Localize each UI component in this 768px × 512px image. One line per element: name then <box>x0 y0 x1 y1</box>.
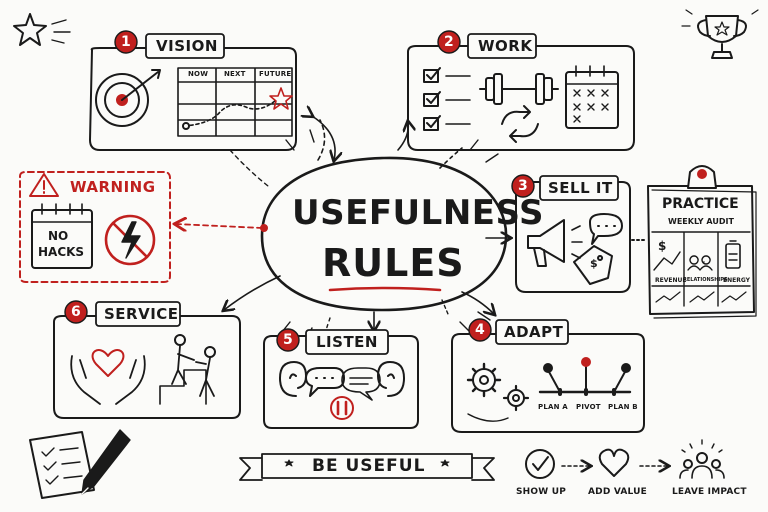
center-title-line2: RULES <box>322 241 465 285</box>
calendar-icon <box>565 65 619 129</box>
helping-hand-icon <box>159 334 216 405</box>
ear-icon-left <box>279 361 307 397</box>
flow-step-add-value: ADD VALUE <box>588 487 648 497</box>
badge-number-listen: 5 <box>283 332 293 348</box>
listen-label: LISTEN <box>316 333 378 351</box>
center-ellipse <box>260 156 508 312</box>
adapt-option-plan-a: PLAN A <box>538 403 568 411</box>
banner-ribbon <box>239 453 495 481</box>
warning-label: WARNING <box>70 178 156 196</box>
flow-step-leave-impact: LEAVE IMPACT <box>672 487 747 497</box>
badge-number-vision: 1 <box>121 34 131 50</box>
clipboard-pen-icon <box>29 429 131 499</box>
hands-heart-icon <box>70 349 146 405</box>
check-circle-icon <box>525 449 555 479</box>
chat-icon <box>589 213 623 245</box>
metric-revenue: REVENUE <box>655 277 687 284</box>
megaphone-icon <box>527 219 583 267</box>
vision-col-now: NOW <box>188 70 209 78</box>
no-hacks-line2: HACKS <box>38 245 85 259</box>
checklist-icon <box>423 67 471 131</box>
people-icon <box>679 439 725 479</box>
chat-bubble-left <box>305 367 345 397</box>
no-hacks-calendar <box>31 203 93 269</box>
work-label: WORK <box>478 37 533 55</box>
trophy-icon <box>681 9 759 59</box>
gears-icon <box>466 362 530 422</box>
adapt-option-plan-b: PLAN B <box>608 403 638 411</box>
badge-number-service: 6 <box>71 304 81 320</box>
practice-subtitle: WEEKLY AUDIT <box>668 217 734 226</box>
vision-col-future: FUTURE <box>259 70 292 78</box>
badge-number-adapt: 4 <box>475 322 485 338</box>
sell-label: SELL IT <box>548 179 613 197</box>
price-tag-icon <box>573 245 613 285</box>
levers-icon <box>538 357 632 396</box>
banner-text: BE USEFUL <box>312 456 426 476</box>
adapt-option-pivot: PIVOT <box>576 403 601 411</box>
dumbbell-icon <box>479 73 559 105</box>
badge-number-work: 2 <box>444 34 454 50</box>
badge-number-sell: 3 <box>518 178 528 194</box>
vision-label: VISION <box>156 37 218 55</box>
no-energy-icon <box>104 214 156 266</box>
center-title-line1: USEFULNESS <box>292 193 544 233</box>
metric-relationships: RELATIONSHIPS <box>683 277 728 283</box>
star-icon <box>13 13 47 46</box>
number-badges <box>64 30 535 352</box>
target-icon <box>95 69 161 127</box>
chat-bubble-right <box>341 367 381 401</box>
ear-icon-right <box>377 361 405 397</box>
vision-col-next: NEXT <box>224 70 246 78</box>
service-label: SERVICE <box>104 305 179 323</box>
metric-energy: ENERGY <box>723 277 750 284</box>
heart-icon <box>598 448 630 477</box>
no-hacks-line1: NO <box>48 229 69 243</box>
price-tag-symbol: $ <box>590 257 598 270</box>
warning-icon <box>29 173 59 197</box>
cycle-icon <box>501 105 539 143</box>
pause-icon <box>330 396 354 420</box>
clipboard-practice <box>647 185 755 315</box>
practice-title: PRACTICE <box>662 196 739 212</box>
flow-step-show-up: SHOW UP <box>516 487 567 497</box>
revenue-symbol: $ <box>658 239 667 253</box>
adapt-label: ADAPT <box>504 323 564 341</box>
